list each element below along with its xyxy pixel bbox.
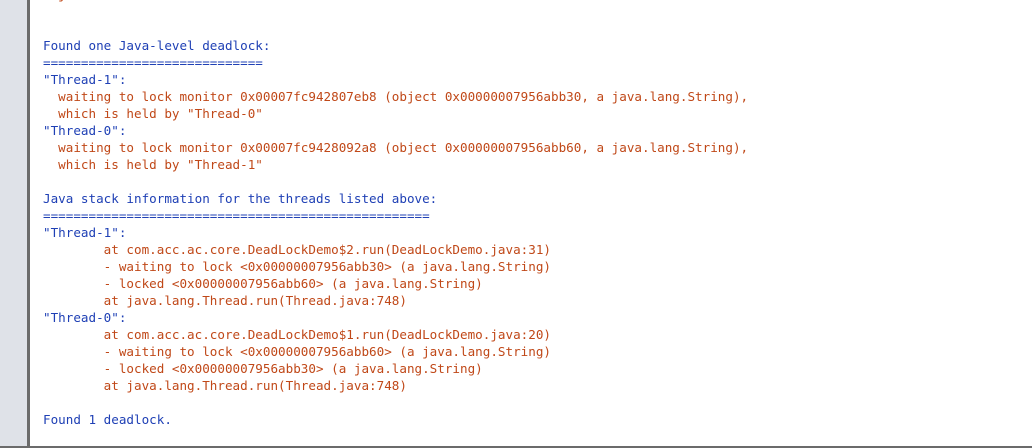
console-line: Found 1 deadlock. (43, 412, 172, 427)
console-line: at com.acc.ac.core.DeadLockDemo$1.run(De… (43, 327, 551, 342)
console-line: Found one Java-level deadlock: (43, 38, 271, 53)
console-line: waiting to lock monitor 0x00007fc9428092… (43, 140, 749, 155)
bottom-divider (0, 446, 1032, 448)
console-line: "Thread-0": (43, 123, 127, 138)
console-line: "Thread-0": (43, 310, 127, 325)
console-line: Java stack information for the threads l… (43, 191, 438, 206)
console-line: which is held by "Thread-0" (43, 106, 263, 121)
console-line: "Thread-1": (43, 72, 127, 87)
console-line: - locked <0x00000007956abb60> (a java.la… (43, 276, 483, 291)
console-line: at java.lang.Thread.run(Thread.java:748) (43, 293, 407, 308)
console-line (43, 173, 748, 190)
console-line: which is held by "Thread-1" (43, 157, 263, 172)
console-line: - waiting to lock <0x00000007956abb60> (… (43, 344, 551, 359)
console-line (43, 394, 748, 411)
console-line: ============================= (43, 55, 263, 70)
console-line (43, 20, 748, 37)
console-line: at java.lang.Thread.run(Thread.java:748) (43, 378, 407, 393)
console-line: waiting to lock monitor 0x00007fc942807e… (43, 89, 749, 104)
console-line: j (43, 0, 748, 3)
console-line: - waiting to lock <0x00000007956abb30> (… (43, 259, 551, 274)
console-line: - locked <0x00000007956abb30> (a java.la… (43, 361, 483, 376)
console-output[interactable]: jFound one Java-level deadlock: =========… (43, 0, 748, 428)
console-line (43, 3, 748, 20)
console-line: at com.acc.ac.core.DeadLockDemo$2.run(De… (43, 242, 551, 257)
gutter-divider (27, 0, 30, 448)
console-line: "Thread-1": (43, 225, 127, 240)
console-line: ========================================… (43, 208, 430, 223)
editor-gutter (0, 0, 27, 446)
